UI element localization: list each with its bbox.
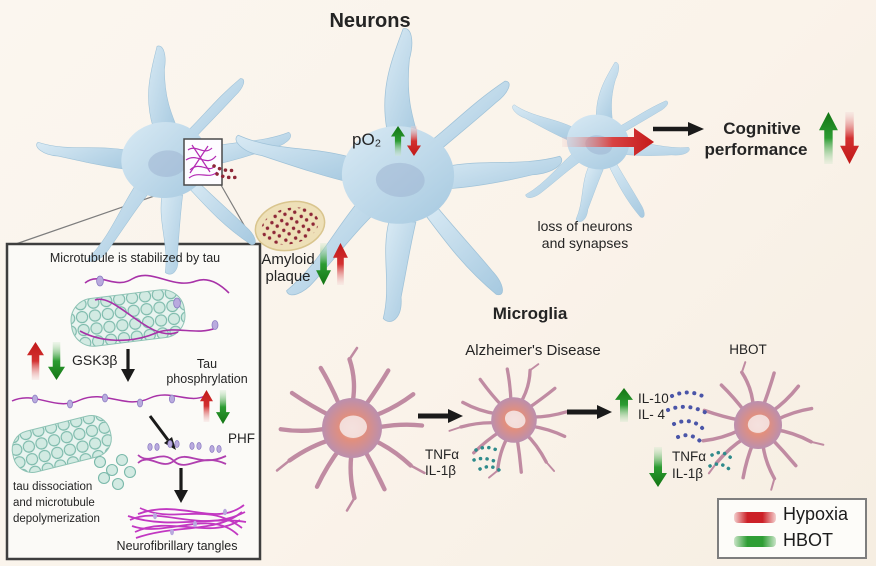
loss-label-line2: and synapses [541,235,629,251]
tau-blobs [96,275,219,330]
phf-illustration [137,440,227,466]
neuron-zoom-square [183,138,223,186]
tnfa2-label-line1: TNFα [672,449,707,464]
dissociation-label-line3: depolymerization [13,513,100,525]
cognitive-arrow [653,122,704,136]
phosphorylated-tau-strand [11,393,206,409]
tnfa1-label-line1: TNFα [425,447,460,462]
hbot-label: HBOT [729,342,767,357]
tnfa-down-arrow [649,447,667,487]
tau-phos-label-line1: Tau [196,357,218,371]
loss-label-line1: loss of neurons [537,218,633,234]
microglia-ramified [277,348,425,511]
tnfa-dots-2 [708,450,733,471]
hypoxia-progression-arrow [562,128,654,156]
phf-label: PHF [228,431,255,446]
cognitive-down-arrow [840,112,859,164]
microglia-title: Microglia [492,304,568,323]
microglia-arrow-1 [418,409,463,423]
microtubule-illustration [70,274,230,347]
amyloid-label-line2: plaque [265,268,311,285]
tau-phos-label-line2: phosphrylation [166,372,248,386]
cognitive-label-line2: performance [704,140,808,159]
amyloid-label-line1: Amyloid [261,251,315,268]
tnfa1-label-line2: IL-1β [425,463,457,478]
gsk3b-label: GSK3β [72,352,118,368]
tangles-illustration [127,504,247,539]
il10-dots [666,390,710,443]
po2-label: pO₂ [352,130,382,149]
tangles-label: Neurofibrillary tangles [116,539,238,553]
dissociation-label-line1: tau dissociation [13,481,93,493]
dissociation-label-line2: and microtubule [13,497,95,509]
depolymerized-microtubule [11,415,137,491]
microglia-hbot [681,346,833,507]
il10-label-line2: IL- 4 [638,407,666,422]
cognitive-up-arrow [819,112,838,164]
ad-label: Alzheimer's Disease [465,342,601,359]
legend-hypoxia-label: Hypoxia [783,504,849,524]
hbot-swatch [734,536,776,547]
tnfa2-label-line2: IL-1β [672,466,704,481]
phf-to-tangles-arrow [174,468,188,503]
legend-box: Hypoxia HBOT [717,498,867,559]
il10-label-line1: IL-10 [638,391,669,406]
legend-hbot-label: HBOT [783,530,834,550]
cognitive-label-line1: Cognitive [723,119,801,138]
hypoxia-swatch [734,512,776,523]
microglia-activated [437,341,589,500]
il10-up-arrow [615,388,633,422]
microtubule-to-tau-arrow [121,349,135,382]
tau-strands [79,274,230,342]
microglia-arrow-2 [567,405,612,419]
neurons-title: Neurons [329,10,411,32]
tnfa-dots-1 [472,445,502,472]
amyloid-plaque [254,200,326,252]
synapse-dots [212,164,240,180]
inset-title: Microtubule is stabilized by tau [49,251,221,265]
